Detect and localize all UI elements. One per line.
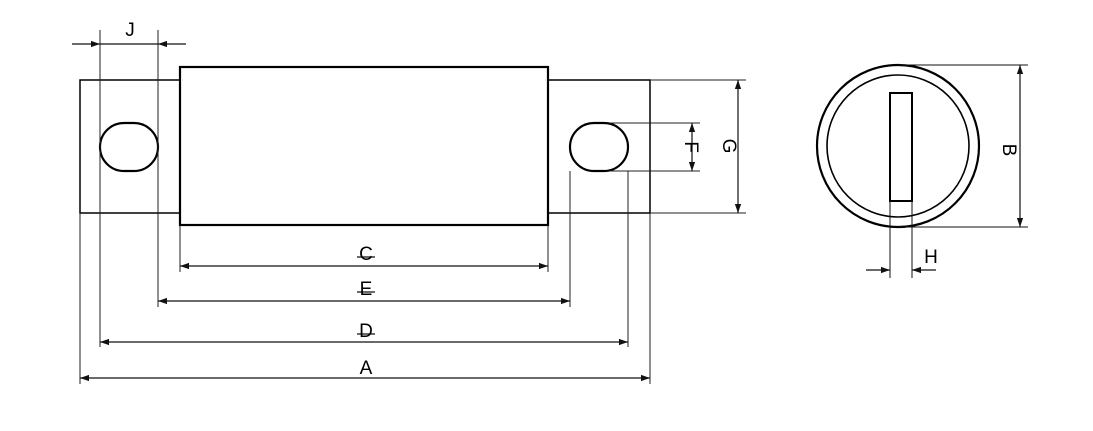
side-view — [79, 65, 651, 227]
label-f: F — [680, 141, 701, 153]
label-b: B — [998, 144, 1019, 157]
end-view — [815, 63, 981, 229]
label-g: G — [718, 139, 739, 154]
right-tab — [547, 79, 651, 214]
left-tab — [79, 79, 183, 214]
dimension-lines — [72, 40, 742, 382]
label-h: H — [924, 247, 938, 268]
label-j: J — [125, 20, 135, 41]
end-view-dims — [866, 64, 1028, 278]
label-c: C — [359, 244, 373, 265]
label-underlines — [357, 256, 375, 335]
extension-lines — [79, 30, 746, 384]
end-outer-circle — [815, 63, 981, 229]
label-a: A — [360, 358, 373, 379]
right-slot — [568, 121, 630, 173]
fuse-body — [178, 65, 550, 227]
end-blade — [889, 92, 913, 202]
left-slot — [98, 121, 160, 173]
label-d: D — [359, 321, 373, 342]
end-inner-circle — [826, 74, 970, 218]
label-e: E — [360, 279, 373, 300]
